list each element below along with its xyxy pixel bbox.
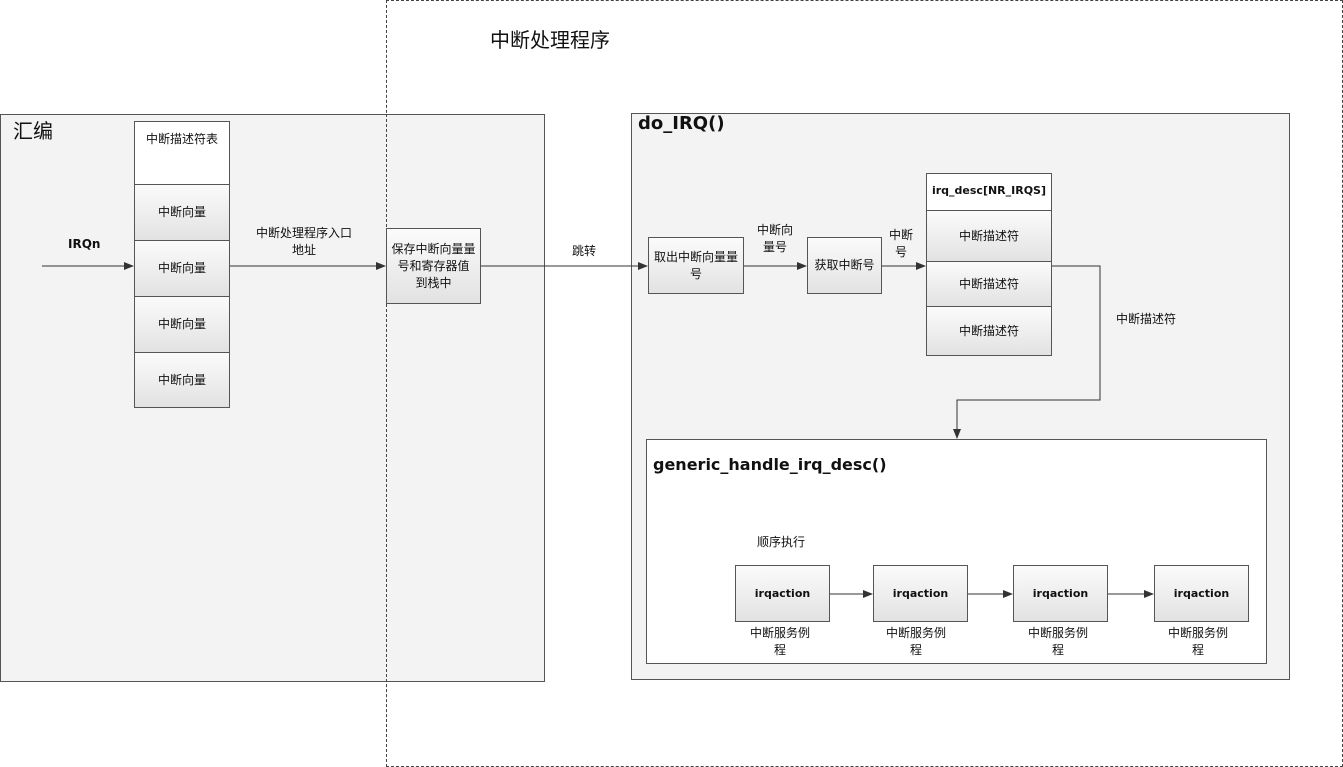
irqaction-caption-1: 中断服务例 程 <box>750 626 811 657</box>
arrow-desc-to-generic <box>953 265 1101 439</box>
generic-handle-panel-title: generic_handle_irq_desc() <box>653 455 887 474</box>
vector-cell-3: 中断向量 <box>134 296 230 353</box>
irq-descriptor-3: 中断描述符 <box>926 306 1052 356</box>
irqaction-caption-4: 中断服务例 程 <box>1168 626 1229 657</box>
vector-number-label: 中断向 量号 <box>757 223 794 254</box>
descriptor-output-label: 中断描述符 <box>1116 312 1177 326</box>
dashed-boundary-line <box>386 114 387 682</box>
interrupt-handler-region-title: 中断处理程序 <box>490 28 610 52</box>
vector-cell-4: 中断向量 <box>134 352 230 408</box>
jump-label: 跳转 <box>572 244 597 258</box>
irqaction-caption-2: 中断服务例 程 <box>886 626 947 657</box>
assembly-panel-title: 汇编 <box>13 119 53 143</box>
entry-address-label: 中断处理程序入口 地址 <box>256 226 353 257</box>
irqaction-box-4: irqaction <box>1154 565 1249 622</box>
irq-descriptor-2: 中断描述符 <box>926 261 1052 307</box>
irqaction-box-3: irqaction <box>1013 565 1108 622</box>
do-irq-panel-title: do_IRQ() <box>638 113 725 134</box>
descriptor-table-header: 中断描述符表 <box>134 121 230 185</box>
irqaction-caption-3: 中断服务例 程 <box>1028 626 1089 657</box>
irqaction-box-2: irqaction <box>873 565 968 622</box>
assembly-panel <box>0 114 545 682</box>
sequential-exec-label: 顺序执行 <box>757 535 806 549</box>
save-to-stack-box: 保存中断向量量 号和寄存器值 到栈中 <box>386 228 481 304</box>
vector-cell-2: 中断向量 <box>134 240 230 297</box>
irq-descriptor-1: 中断描述符 <box>926 210 1052 262</box>
fetch-vector-box: 取出中断向量量 号 <box>648 237 744 294</box>
irqaction-box-1: irqaction <box>735 565 830 622</box>
irqn-label: IRQn <box>68 237 101 251</box>
generic-handle-panel <box>646 439 1267 664</box>
get-irq-number-box: 获取中断号 <box>807 237 882 294</box>
irq-number-label: 中断 号 <box>889 228 914 259</box>
